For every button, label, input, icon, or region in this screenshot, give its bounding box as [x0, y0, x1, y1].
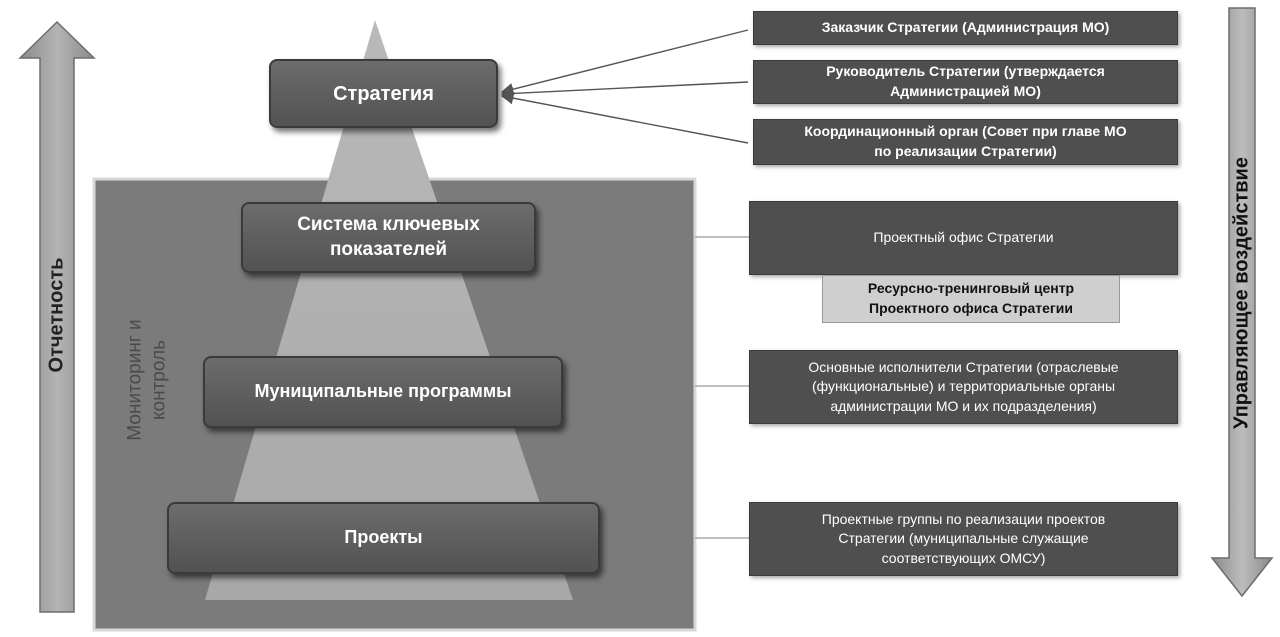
executors-box: Основные исполнители Стратегии (отраслев…: [749, 350, 1178, 424]
head-box: Руководитель Стратегии (утверждается Адм…: [753, 60, 1178, 104]
tier-municipal-programs[interactable]: Муниципальные программы: [203, 356, 563, 428]
management-label: Управляющее воздействие: [1230, 157, 1253, 429]
monitoring-label: Мониторинг и контроль: [124, 319, 169, 441]
pyramid: [205, 20, 573, 600]
customer-box: Заказчик Стратегии (Администрация МО): [753, 11, 1178, 45]
project-groups-box: Проектные группы по реализации проектов …: [749, 502, 1178, 576]
management-arrow: [1210, 7, 1274, 598]
tier-strategy[interactable]: Стратегия: [269, 59, 498, 128]
connector-lines: [695, 236, 750, 539]
tier-kpi-system[interactable]: Система ключевых показателей: [241, 202, 536, 273]
tier-projects[interactable]: Проекты: [167, 502, 600, 574]
coordination-box: Координационный орган (Совет при главе М…: [753, 119, 1178, 165]
project-office-box: Проектный офис Стратегии: [749, 201, 1178, 275]
reporting-label: Отчетность: [45, 257, 68, 373]
training-center-box: Ресурсно-тренинговый центр Проектного оф…: [822, 275, 1120, 323]
connector-arrows: [500, 29, 749, 144]
reporting-arrow: [18, 20, 96, 613]
